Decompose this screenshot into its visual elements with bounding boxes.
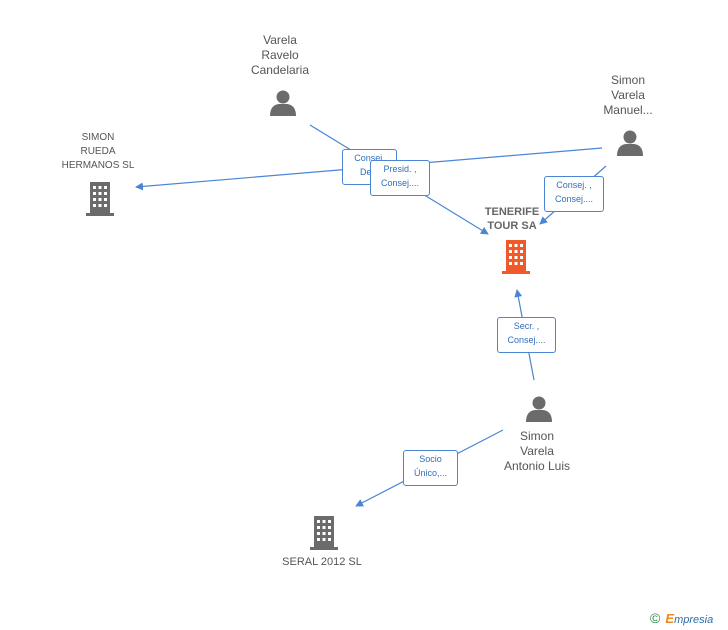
node-label-line: SERAL 2012 SL	[282, 556, 362, 568]
edge-label-line: Consej....	[554, 194, 594, 204]
node-label-line: Antonio Luis	[503, 459, 571, 473]
empresia-credit[interactable]: © Empresia	[650, 610, 713, 626]
node-label-varela-ravelo: Varela Ravelo Candelaria	[240, 33, 320, 78]
node-label-line: Varela	[520, 444, 554, 458]
node-label-line: SIMON	[81, 132, 115, 143]
node-label-line: Simon	[519, 429, 554, 443]
node-label-seral: SERAL 2012 SL	[272, 555, 372, 569]
node-label-line: Candelaria	[250, 63, 310, 77]
node-label-line: RUEDA	[80, 146, 116, 157]
node-label-simon-varela-antonio: Simon Varela Antonio Luis	[492, 429, 582, 474]
edge-label-line: Secr. ,	[513, 321, 540, 331]
building-icon[interactable]	[308, 516, 340, 550]
person-icon[interactable]	[615, 128, 645, 158]
node-label-tenerife-tour: TENERIFE TOUR SA	[472, 205, 552, 233]
node-label-line: TOUR SA	[487, 220, 537, 232]
node-label-line: HERMANOS SL	[61, 160, 135, 171]
copyright-icon: ©	[650, 610, 661, 626]
edge-label-line: Consej....	[507, 335, 546, 345]
edge-label-socio-unico[interactable]: Socio Único,...	[403, 450, 458, 486]
building-icon[interactable]	[84, 182, 116, 216]
node-label-simon-varela-manuel: Simon Varela Manuel...	[588, 73, 668, 118]
edge-label-presid-consej[interactable]: Presid. , Consej....	[370, 160, 430, 196]
node-label-line: Ravelo	[261, 48, 299, 62]
edge-label-line: Presid. ,	[383, 164, 417, 174]
edge-label-secr-consej[interactable]: Secr. , Consej....	[497, 317, 556, 353]
brand-initial: E	[665, 611, 675, 626]
edge-label-line: De...	[345, 165, 394, 179]
node-label-line: Simon	[610, 73, 645, 87]
edge-label-line: Socio	[419, 454, 442, 464]
brand-name: mpresia	[674, 614, 714, 626]
person-icon[interactable]	[524, 394, 554, 424]
edge-label-line: Único,...	[413, 468, 447, 478]
edge-label-consej-consej[interactable]: Consej. , Consej....	[544, 176, 604, 212]
edge-label-line: Consej.	[354, 153, 385, 163]
node-label-line: Varela	[611, 88, 645, 102]
edge-label-line: Consej. ,	[556, 180, 592, 190]
main-building-icon[interactable]	[500, 240, 532, 274]
node-label-simon-rueda: SIMON RUEDA HERMANOS SL	[48, 131, 148, 173]
node-label-line: Varela	[263, 33, 297, 47]
edge-label-line: Consej....	[380, 178, 420, 188]
node-label-line: TENERIFE	[484, 206, 540, 218]
person-icon[interactable]	[268, 88, 298, 118]
node-label-line: Manuel...	[603, 103, 653, 117]
